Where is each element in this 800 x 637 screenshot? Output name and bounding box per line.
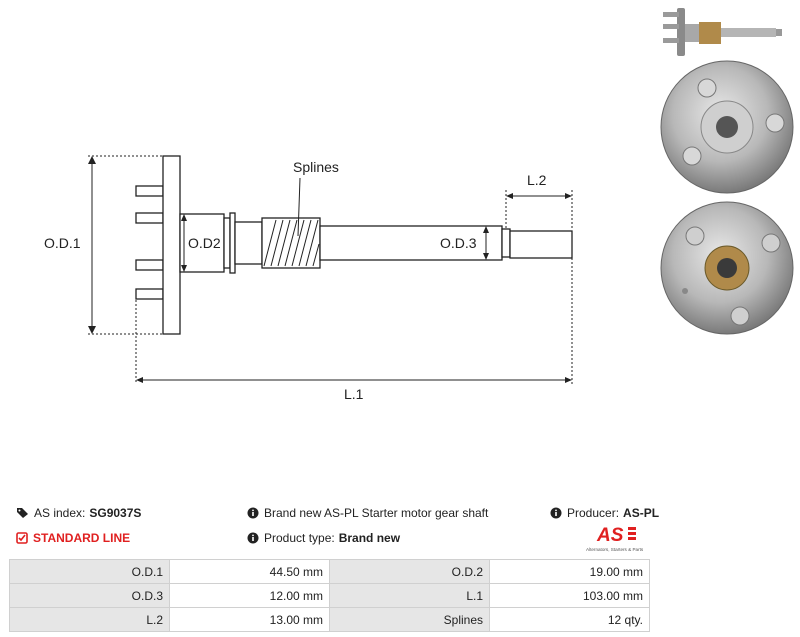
table-row: O.D.1 44.50 mm O.D.2 19.00 mm [9,559,650,584]
product-type-value: Brand new [338,531,401,545]
as-pl-logo: AS Alternators, Starters & Parts [586,525,644,552]
table-row: O.D.3 12.00 mm L.1 103.00 mm [9,583,650,608]
spec-label: L.1 [329,583,490,608]
producer: Producer: AS-PL [550,506,659,520]
product-type-label: Product type: [264,531,335,545]
producer-label: Producer: [567,506,620,520]
spec-value: 12.00 mm [169,583,330,608]
spec-label: O.D.1 [9,559,170,584]
spec-label: O.D.2 [329,559,490,584]
spec-label: O.D.3 [9,583,170,608]
as-index-value: SG9037S [89,506,142,520]
checkbox-icon [16,532,28,544]
tag-icon [16,507,29,519]
spec-value: 19.00 mm [489,559,650,584]
standard-line-label: STANDARD LINE [33,531,131,545]
info-icon [247,507,259,519]
technical-drawing: Splines O.D.1 O.D2 O.D.3 L.2 L.1 [44,155,573,402]
splines-label: Splines [293,159,339,175]
product-type: Product type: Brand new [247,531,400,545]
spec-label: Splines [329,607,490,632]
photo-back-view [660,201,794,335]
table-row: L.2 13.00 mm Splines 12 qty. [9,607,650,632]
specs-table: O.D.1 44.50 mm O.D.2 19.00 mm O.D.3 12.0… [9,559,650,632]
spec-value: 44.50 mm [169,559,330,584]
od1-label: O.D.1 [44,235,81,251]
standard-line: STANDARD LINE [16,531,130,545]
photo-face-view [660,60,794,194]
description: Brand new AS-PL Starter motor gear shaft [247,506,488,520]
od2-label: O.D2 [188,235,221,251]
as-index-label: AS index: [34,506,86,520]
spec-value: 103.00 mm [489,583,650,608]
spec-value: 12 qty. [489,607,650,632]
description-text: Brand new AS-PL Starter motor gear shaft [264,506,489,520]
producer-value: AS-PL [623,506,660,520]
od3-label: O.D.3 [440,235,477,251]
product-info: AS index: SG9037S STANDARD LINE Brand ne… [0,500,800,560]
photo-side-view [663,8,782,56]
info-icon [247,532,259,544]
product-photos [660,8,794,335]
svg-text:Alternators, Starters & Parts: Alternators, Starters & Parts [586,547,644,552]
info-icon [550,507,562,519]
spec-value: 13.00 mm [169,607,330,632]
l1-label: L.1 [344,386,364,402]
as-index: AS index: SG9037S [16,506,141,520]
l2-label: L.2 [527,172,547,188]
svg-text:AS: AS [596,525,624,546]
spec-label: L.2 [9,607,170,632]
